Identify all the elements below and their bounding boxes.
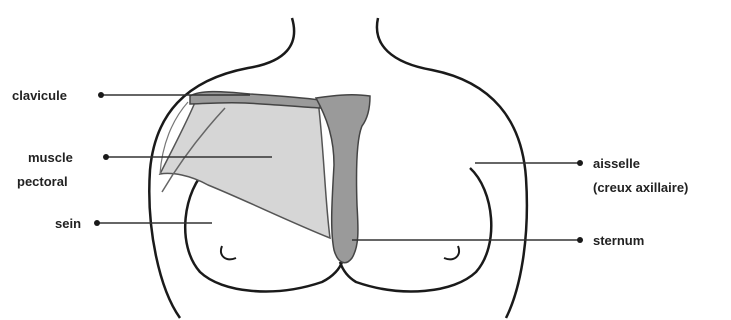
- label-sein: sein: [55, 216, 81, 231]
- body-outline-right: [377, 18, 527, 318]
- label-aisselle-line1: aisselle: [593, 156, 640, 171]
- label-muscle-line1: muscle: [28, 150, 73, 165]
- right-breast-outline: [340, 168, 491, 291]
- label-aisselle-line2: (creux axillaire): [593, 180, 688, 195]
- sternum-bullet: [577, 237, 583, 243]
- aisselle-bullet: [577, 160, 583, 166]
- clavicule-bullet: [98, 92, 104, 98]
- left-nipple: [221, 246, 236, 259]
- sein-bullet: [94, 220, 100, 226]
- label-sternum: sternum: [593, 233, 644, 248]
- label-muscle-line2: pectoral: [17, 174, 68, 189]
- label-clavicule: clavicule: [12, 88, 67, 103]
- muscle-bullet: [103, 154, 109, 160]
- right-nipple: [444, 246, 459, 259]
